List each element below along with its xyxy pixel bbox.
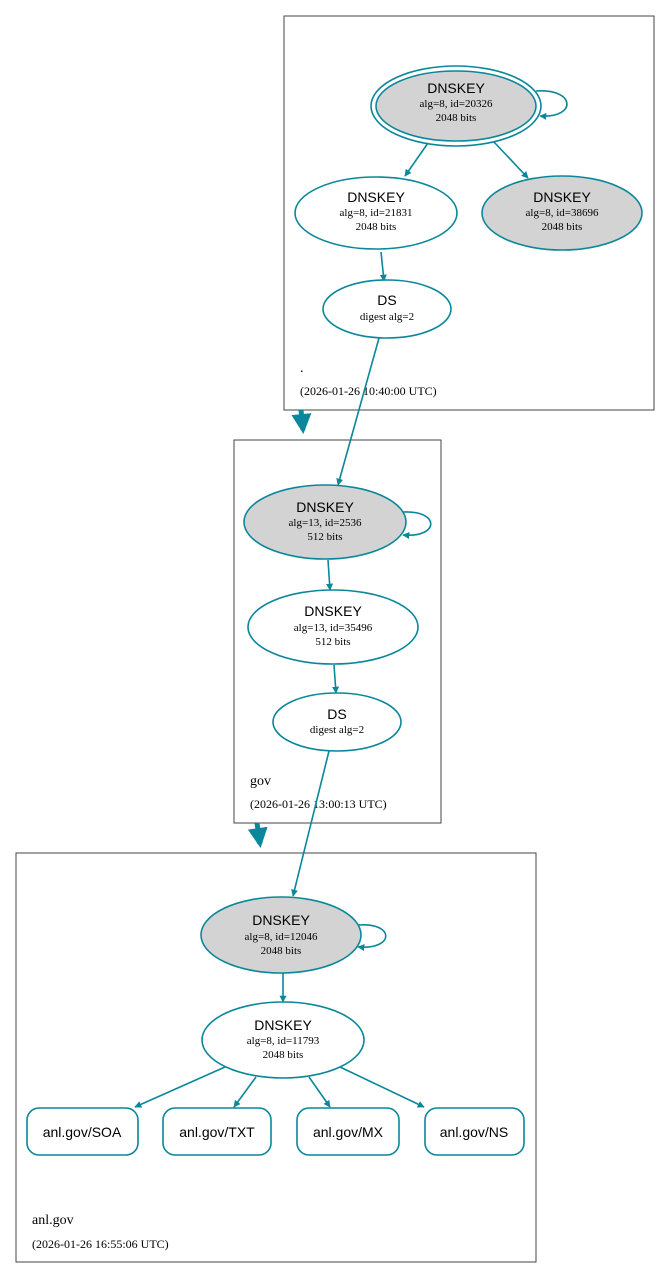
edge-anl-zsk-to-txt [233, 1076, 257, 1108]
zone-anl-gov-timestamp: (2026-01-26 16:55:06 UTC) [32, 1237, 169, 1251]
edges [134, 90, 568, 1108]
node-root-key-38696-bits: 2048 bits [542, 221, 583, 233]
rrset-txt-box [162, 1107, 272, 1156]
node-root-zsk-21831-bits: 2048 bits [356, 221, 397, 233]
edge-anl-zsk-to-mx [308, 1076, 331, 1108]
node-root-zsk-21831-shape [294, 176, 458, 250]
node-root-ksk-20326-bits: 2048 bits [436, 112, 477, 124]
rrset-txt[interactable]: anl.gov/TXT [162, 1107, 272, 1156]
node-root-ds[interactable]: DS digest alg=2 [322, 279, 452, 339]
edge-self-loop-root-ksk [535, 90, 568, 120]
edge-root-ksk-to-zsk [404, 142, 429, 177]
node-gov-ds-title: DS [327, 706, 346, 722]
rrset-ns-box [424, 1107, 525, 1156]
node-anl-ksk-12046-shape [200, 896, 362, 974]
node-gov-ksk-2536-title: DNSKEY [296, 499, 354, 515]
node-gov-zsk-35496-alg: alg=13, id=35496 [294, 622, 373, 634]
rrset-txt-label: anl.gov/TXT [179, 1124, 255, 1140]
node-gov-zsk-35496-title: DNSKEY [304, 603, 362, 619]
node-gov-zsk-35496[interactable]: DNSKEY alg=13, id=35496 512 bits [247, 589, 419, 665]
edge-gov-ksk-to-zsk [326, 559, 334, 591]
node-root-key-38696-alg: alg=8, id=38696 [526, 207, 599, 219]
node-root-ksk-20326-alg: alg=8, id=20326 [420, 98, 493, 110]
edge-root-ksk-to-key-38696 [493, 141, 529, 179]
zone-anl-gov-name: anl.gov [32, 1213, 74, 1228]
rrset-ns[interactable]: anl.gov/NS [424, 1107, 525, 1156]
node-root-ds-title: DS [377, 292, 396, 308]
node-anl-ksk-12046-bits: 2048 bits [261, 945, 302, 957]
node-anl-zsk-11793-bits: 2048 bits [263, 1049, 304, 1061]
zone-gov-timestamp: (2026-01-26 13:00:13 UTC) [250, 797, 387, 811]
node-gov-zsk-35496-shape [247, 589, 419, 665]
edge-anl-zsk-to-soa [134, 1066, 226, 1108]
node-gov-ksk-2536[interactable]: DNSKEY alg=13, id=2536 512 bits [243, 484, 407, 560]
node-gov-ds-shape [272, 692, 402, 752]
node-gov-ds[interactable]: DS digest alg=2 [272, 692, 402, 752]
zone-root-timestamp: (2026-01-26 10:40:00 UTC) [300, 384, 437, 398]
rrset-ns-label: anl.gov/NS [440, 1124, 508, 1140]
rrset-soa[interactable]: anl.gov/SOA [26, 1107, 139, 1156]
node-gov-ksk-2536-alg: alg=13, id=2536 [289, 517, 362, 529]
zone-root-name: . [300, 361, 304, 376]
node-root-ksk-20326-title: DNSKEY [427, 80, 485, 96]
node-anl-ksk-12046[interactable]: DNSKEY alg=8, id=12046 2048 bits [200, 896, 362, 974]
node-gov-ksk-2536-shape [243, 484, 407, 560]
node-anl-zsk-11793-title: DNSKEY [254, 1017, 312, 1033]
edge-root-ds-to-gov-ksk [336, 337, 380, 486]
node-gov-zsk-35496-bits: 512 bits [315, 636, 350, 648]
edge-gov-ds-to-anl-ksk [291, 750, 330, 897]
node-root-zsk-21831-title: DNSKEY [347, 189, 405, 205]
edge-gov-zsk-to-ds [332, 664, 340, 694]
edge-self-loop-gov-ksk [402, 511, 432, 539]
edge-delegation-gov-to-anl [247, 822, 268, 848]
node-root-key-38696-shape [481, 175, 643, 251]
node-gov-ksk-2536-bits: 512 bits [307, 531, 342, 543]
edge-delegation-root-to-gov [291, 409, 312, 434]
node-root-ds-shape [322, 279, 452, 339]
node-root-key-38696-title: DNSKEY [533, 189, 591, 205]
node-root-ksk-20326-shape [375, 70, 537, 142]
node-root-zsk-21831-alg: alg=8, id=21831 [340, 207, 413, 219]
rrset-soa-box [26, 1107, 139, 1156]
node-root-ds-digest: digest alg=2 [360, 311, 414, 323]
rrset-mx-box [296, 1107, 400, 1156]
edge-self-loop-anl-ksk [357, 924, 387, 951]
node-anl-zsk-11793-shape [201, 1001, 365, 1079]
node-anl-zsk-11793-alg: alg=8, id=11793 [247, 1035, 320, 1047]
rrset-mx-label: anl.gov/MX [313, 1124, 384, 1140]
edge-anl-zsk-to-ns [339, 1066, 425, 1108]
node-anl-ksk-12046-alg: alg=8, id=12046 [245, 931, 318, 943]
zone-gov-name: gov [250, 774, 271, 789]
node-anl-zsk-11793[interactable]: DNSKEY alg=8, id=11793 2048 bits [201, 1001, 365, 1079]
node-root-key-38696[interactable]: DNSKEY alg=8, id=38696 2048 bits [481, 175, 643, 251]
rrset-soa-label: anl.gov/SOA [43, 1124, 122, 1140]
node-anl-ksk-12046-title: DNSKEY [252, 912, 310, 928]
node-gov-ds-digest: digest alg=2 [310, 724, 364, 736]
node-root-zsk-21831[interactable]: DNSKEY alg=8, id=21831 2048 bits [294, 176, 458, 250]
edge-root-zsk-to-ds [379, 251, 387, 282]
node-root-ksk-20326-outer-ring [370, 65, 542, 147]
rrset-mx[interactable]: anl.gov/MX [296, 1107, 400, 1156]
node-root-ksk-20326[interactable]: DNSKEY alg=8, id=20326 2048 bits [370, 65, 542, 147]
